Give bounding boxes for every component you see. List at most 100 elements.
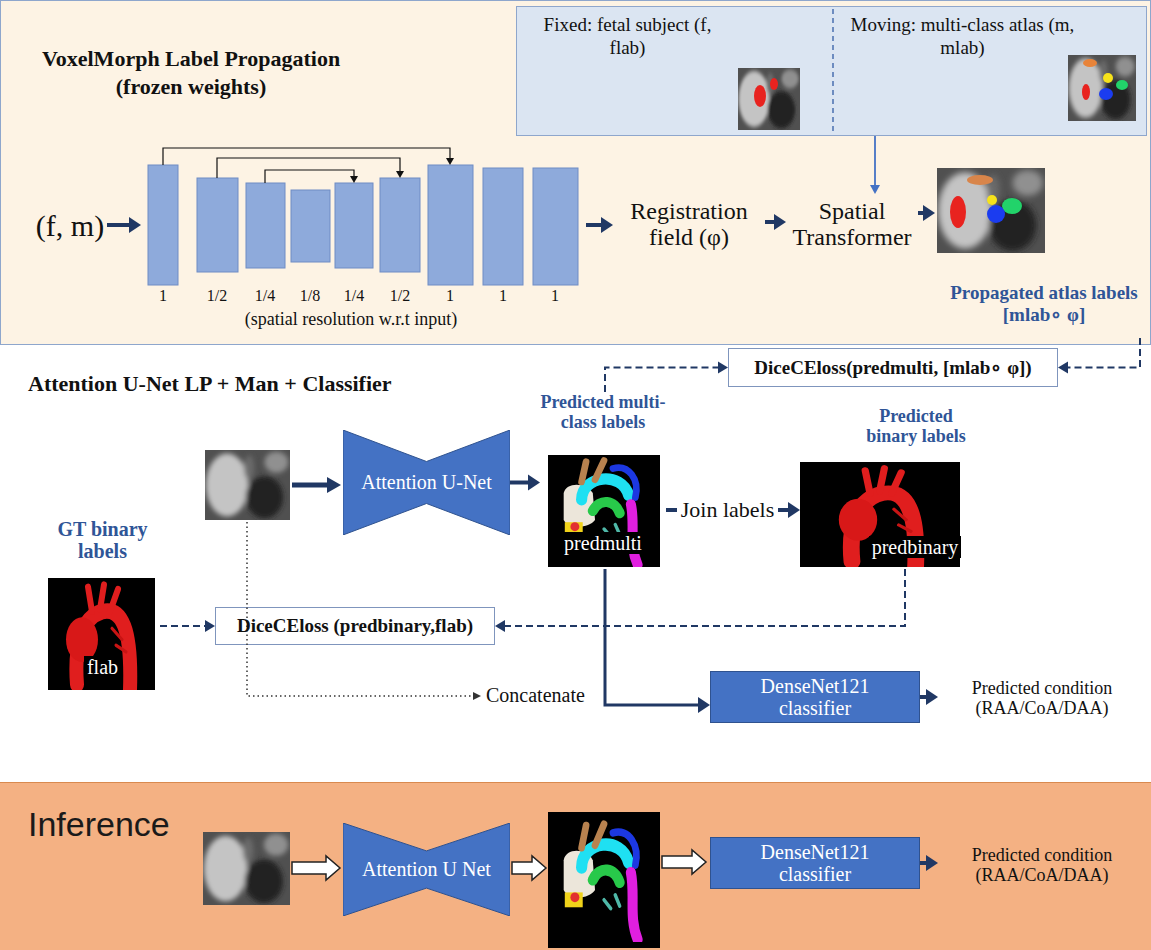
connector — [605, 569, 710, 713]
connector-line — [920, 695, 927, 699]
text-slot: Inference — [28, 805, 248, 844]
connector — [765, 214, 786, 230]
connector — [1058, 338, 1140, 374]
divider-line — [832, 9, 834, 131]
text-slot: 1/2 — [197, 287, 237, 305]
output-text: Predicted condition (RAA/CoA/DAA) — [938, 843, 1146, 887]
text-slot: 1 — [483, 287, 523, 305]
connector-line — [160, 625, 206, 627]
input-pair-box: Fixed: fetal subject (f, flab) Moving: mu… — [516, 6, 1147, 136]
resolution-number: 1 — [430, 287, 470, 305]
connector-line — [504, 569, 905, 626]
connector-line — [586, 223, 602, 227]
image-heading: Propagated atlas labels [mlab∘ φ] — [943, 282, 1145, 326]
text-slot: predbinary — [860, 536, 970, 558]
text-slot: (spatial resolution w.r.t input) — [161, 309, 541, 330]
node-text: Predicted condition (RAA/CoA/DAA) — [952, 678, 1132, 718]
text-slot: VoxelMorph Label Propagation (frozen wei… — [21, 45, 361, 101]
block-arrow — [292, 477, 341, 493]
process-text: Spatial Transformer — [786, 194, 918, 254]
inference-input-image — [203, 832, 290, 905]
connector — [495, 569, 905, 632]
connector — [510, 475, 540, 491]
image-caption: predmulti — [561, 532, 645, 554]
arrow-head — [718, 362, 728, 374]
image-heading: Predicted binary labels — [852, 406, 980, 446]
resolution-number: 1/2 — [197, 287, 237, 305]
propagated-image — [937, 168, 1045, 253]
network-shape: Attention U-Net — [343, 430, 510, 535]
arrow-head — [129, 217, 141, 233]
connector-line — [605, 368, 719, 393]
resolution-number: 1 — [535, 287, 575, 305]
skip-connection — [163, 148, 450, 183]
text-slot: 1 — [430, 287, 470, 305]
connector-line — [765, 220, 775, 224]
text-slot: 1 — [143, 287, 183, 305]
image-heading: Predicted multi-class labels — [540, 392, 666, 432]
connector-line — [920, 861, 927, 865]
section-title: Attention U-Net LP + Man + Classifier — [28, 371, 548, 397]
connector — [160, 620, 215, 632]
text-slot: 1/8 — [290, 287, 330, 305]
node-text: Registration field (φ) — [614, 198, 764, 250]
text-slot: Join labels — [677, 497, 779, 523]
classifier-box: DenseNet121 classifier — [710, 671, 920, 723]
resolution-number: 1/2 — [380, 287, 420, 305]
arrow-head — [528, 475, 540, 491]
arrow-head — [495, 620, 505, 632]
skip-arrow-head — [350, 158, 454, 183]
classifier-box: DenseNet121 classifier — [710, 837, 920, 889]
arrow-head — [205, 620, 215, 632]
text-slot: Predicted multi-class labels — [540, 392, 666, 432]
arrow-head — [926, 689, 938, 705]
input-text: (f, m) — [33, 204, 107, 248]
connector — [870, 136, 880, 194]
connector — [920, 689, 938, 705]
resolution-number: 1 — [143, 287, 183, 305]
inference-segmentation-render — [548, 812, 660, 948]
connector — [586, 217, 613, 233]
resolution-number: 1 — [483, 287, 523, 305]
node-text: Predicted condition (RAA/CoA/DAA) — [952, 845, 1132, 885]
text-slot: Attention U-Net LP + Man + Classifier — [28, 371, 548, 397]
binary-render — [800, 462, 960, 567]
text-slot: Fixed: fetal subject (f, flab) — [525, 13, 730, 59]
text-slot: Propagated atlas labels [mlab∘ φ] — [943, 282, 1145, 326]
resolution-number: 1/4 — [245, 287, 285, 305]
arrow-head — [1058, 362, 1068, 374]
arrow-head — [870, 185, 880, 194]
output-text: Predicted condition (RAA/CoA/DAA) — [938, 676, 1146, 720]
connector — [107, 217, 141, 233]
image-caption: flab — [84, 656, 121, 678]
unet-blocks — [148, 165, 578, 285]
text-slot: GT binary labels — [45, 518, 160, 562]
caption: (spatial resolution w.r.t input) — [161, 309, 541, 330]
text-slot: Concatenate — [486, 684, 616, 707]
panel-title: Inference — [28, 805, 248, 844]
network-fill — [343, 430, 510, 535]
hollow-arrow — [292, 850, 706, 880]
operation-label: Concatenate — [486, 684, 616, 707]
arrow-head — [926, 855, 938, 871]
arrow-head — [774, 214, 786, 230]
arrow-head — [923, 205, 935, 221]
text-slot: 1/2 — [380, 287, 420, 305]
node-text: DenseNet121 classifier — [745, 675, 885, 719]
loss-box: DiceCEloss (predbinary,flab) — [215, 607, 495, 645]
text-slot: Predicted binary labels — [852, 406, 980, 446]
input-image — [205, 450, 290, 520]
input-label: Moving: multi-class atlas (m, mlab) — [845, 13, 1080, 59]
text-slot: Moving: multi-class atlas (m, mlab) — [845, 13, 1080, 59]
text-slot: 1 — [535, 287, 575, 305]
image-caption: predbinary — [869, 536, 962, 558]
text-slot: 1/4 — [334, 287, 374, 305]
node-text: (f, m) — [36, 209, 104, 243]
connector-line — [510, 481, 529, 485]
node-text: Spatial Transformer — [787, 198, 917, 250]
node-text: Attention U Net — [362, 858, 491, 881]
connector-line — [605, 569, 699, 705]
